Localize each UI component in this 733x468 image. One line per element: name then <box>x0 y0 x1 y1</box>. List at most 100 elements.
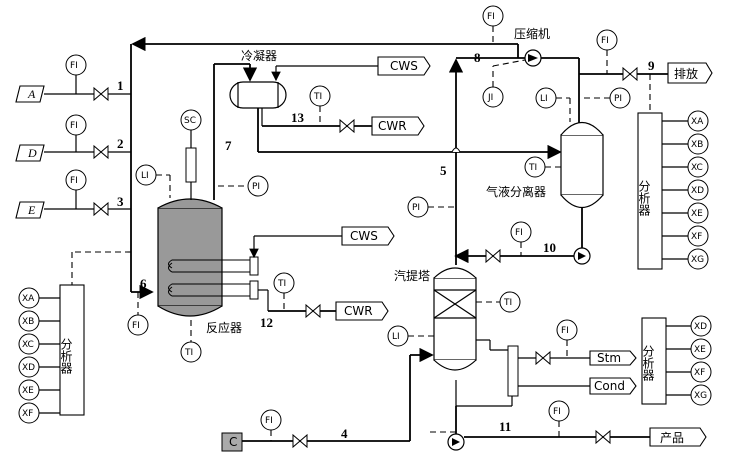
analyzer-channel-xa-icon <box>687 110 709 132</box>
analyzer-right-bottom-channel-label: XE <box>694 345 706 355</box>
analyzer-right-top-channel-label: XE <box>691 209 703 219</box>
analyzer-right-top-channel-label: XF <box>691 232 702 242</box>
product-box <box>649 427 707 447</box>
feed-a-box <box>15 85 45 103</box>
analyzer-channel-xf-icon <box>18 402 40 424</box>
valve-icon <box>339 118 355 134</box>
svg-text:PI: PI <box>252 182 260 192</box>
stripper-label: 汽提塔 <box>394 268 430 283</box>
svg-text:LI: LI <box>392 332 400 342</box>
separator-label: 气液分离器 <box>486 184 546 199</box>
svg-text:TI: TI <box>313 92 322 102</box>
svg-text:FI: FI <box>487 12 495 22</box>
purge-box <box>667 62 713 84</box>
stream-11-label: 11 <box>499 419 511 434</box>
feed-d-line: D FI 2 <box>15 114 131 162</box>
valve-icon <box>305 303 321 319</box>
stream-6-label: 6 <box>140 276 147 291</box>
svg-text:PI: PI <box>614 94 622 104</box>
recycle-line <box>130 36 518 300</box>
valve-icon <box>292 433 308 449</box>
analyzer-left-channel-label: XD <box>22 363 35 373</box>
analyzer-channel-xg-icon <box>690 384 712 406</box>
condenser: 冷凝器 <box>229 48 287 109</box>
feed-e-box <box>15 201 45 219</box>
cwr-reactor-box <box>335 301 389 321</box>
feed-e-label: E <box>27 203 36 217</box>
feed-d-label: D <box>27 146 37 160</box>
analyzer-right-bottom-channel-label: XF <box>694 368 705 378</box>
analyzer-channel-xg-icon <box>687 248 709 270</box>
analyzer-channel-xb-icon <box>687 133 709 155</box>
analyzer-channel-xb-icon <box>18 310 40 332</box>
valve-icon <box>595 429 611 445</box>
compressor: 压缩机 <box>514 26 550 67</box>
cws-reactor-label: CWS <box>350 229 378 243</box>
svg-text:TI: TI <box>277 279 286 289</box>
analyzer-channel-xd-icon <box>687 179 709 201</box>
analyzer-right-top-channel-label: XD <box>691 186 704 196</box>
separator: 气液分离器 <box>486 121 604 209</box>
svg-text:TI: TI <box>503 298 512 308</box>
svg-text:FI: FI <box>553 407 561 417</box>
analyzer-right-top-channel-label: XC <box>691 163 703 173</box>
stream-9-label: 9 <box>648 58 655 73</box>
svg-text:FI: FI <box>70 61 78 71</box>
stream-2-label: 2 <box>117 136 124 151</box>
cws-condenser-label: CWS <box>390 59 418 73</box>
analyzer-left-box <box>59 284 85 416</box>
analyzer-channel-xa-icon <box>18 287 40 309</box>
compressor-label: 压缩机 <box>514 26 550 41</box>
feed-d-box <box>15 144 45 162</box>
stream-7-label: 7 <box>225 138 232 153</box>
svg-text:FI: FI <box>70 176 78 186</box>
steam-box <box>589 350 637 366</box>
analyzer-right-top-channel-label: XB <box>691 140 703 150</box>
cwr-condenser-label: CWR <box>378 119 407 133</box>
svg-text:SC: SC <box>184 116 196 126</box>
stream-10-label: 10 <box>543 240 556 255</box>
svg-text:FI: FI <box>601 36 609 46</box>
valve-icon <box>535 350 551 366</box>
analyzer-channel-xe-icon <box>18 379 40 401</box>
valve-icon <box>93 86 109 102</box>
feed-a-line: A FI 1 <box>15 54 131 103</box>
stream-8-label: 8 <box>474 50 481 65</box>
cond-label: Cond <box>594 379 625 393</box>
analyzer-left-channel-label: XC <box>22 340 34 350</box>
cws-condenser-box <box>377 56 431 76</box>
svg-text:LI: LI <box>141 171 149 181</box>
stream-13-label: 13 <box>291 110 305 125</box>
cws-reactor-box <box>341 226 395 246</box>
feed-c-box <box>221 432 243 452</box>
svg-text:FI: FI <box>515 228 523 238</box>
svg-text:FI: FI <box>561 326 569 336</box>
product-label: 产品 <box>660 431 684 445</box>
svg-text:JI: JI <box>487 93 493 103</box>
analyzer-channel-xc-icon <box>687 156 709 178</box>
reactor: SC 反应器 LI PI TI <box>135 109 269 363</box>
analyzer-channel-xe-icon <box>687 202 709 224</box>
svg-text:FI: FI <box>70 121 78 131</box>
pi-icon <box>247 175 269 197</box>
stream-5-label: 5 <box>440 163 447 178</box>
analyzer-right-bottom-label: 分析器 <box>641 345 655 382</box>
analyzer-right-bottom-box <box>641 317 667 405</box>
analyzer-channel-xd-icon <box>18 356 40 378</box>
svg-text:TI: TI <box>528 163 537 173</box>
analyzer-right-top-channel-label: XA <box>691 117 704 127</box>
analyzer-right-bottom-channel-label: XD <box>694 322 707 332</box>
analyzer-right-bottom-channel-label: XG <box>694 391 707 401</box>
analyzer-left-channel-label: XA <box>22 294 35 304</box>
condenser-label: 冷凝器 <box>241 48 277 63</box>
analyzer-left-channel-label: XE <box>22 386 34 396</box>
valve-icon <box>622 66 638 82</box>
svg-text:LI: LI <box>540 94 548 104</box>
analyzer-channel-xe-icon <box>690 338 712 360</box>
purge-label: 排放 <box>674 66 698 81</box>
stream-1-label: 1 <box>117 78 124 93</box>
valve-icon <box>93 201 109 217</box>
analyzer-left-channel-label: XF <box>22 409 33 419</box>
